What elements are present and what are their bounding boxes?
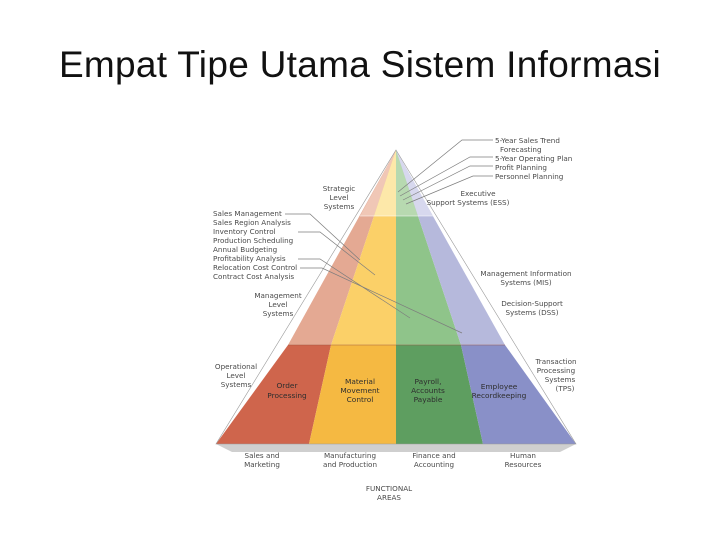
tps-label-1: Transaction bbox=[534, 357, 576, 366]
pyramid-segment-finance-operational bbox=[396, 345, 483, 444]
mgmt-example-7: Relocation Cost Control bbox=[213, 263, 297, 272]
leader-line-ess-1 bbox=[397, 139, 493, 193]
mis-label-2: Systems (MIS) bbox=[500, 278, 552, 287]
strategic-level-label-1: Strategic bbox=[323, 184, 356, 193]
payroll-label-3: Payable bbox=[414, 395, 443, 404]
functional-area-finance-2: Accounting bbox=[414, 460, 454, 469]
pyramid-outline bbox=[215, 149, 577, 445]
functional-area-sales-1: Sales and bbox=[245, 451, 280, 460]
ess-example-1: 5-Year Sales Trend bbox=[495, 136, 560, 145]
leader-line-mgmt-1 bbox=[285, 213, 361, 261]
strategic-tip-manufacturing bbox=[374, 150, 396, 216]
leader-line-mgmt-4 bbox=[300, 267, 463, 334]
functional-area-hr-1: Human bbox=[510, 451, 536, 460]
employee-recordkeeping-label-2: Recordkeeping bbox=[472, 391, 527, 400]
ess-label-1: Executive bbox=[461, 189, 497, 198]
mgmt-example-6: Profitability Analysis bbox=[213, 254, 286, 263]
leader-line-mgmt-2 bbox=[298, 231, 376, 276]
tps-label-3: Systems bbox=[545, 375, 576, 384]
functional-area-finance-1: Finance and bbox=[412, 451, 455, 460]
operational-level-label-3: Systems bbox=[221, 380, 252, 389]
strategic-level-label-3: Systems bbox=[324, 202, 355, 211]
dss-label-1: Decision-Support bbox=[501, 299, 563, 308]
tps-label-4: (TPS) bbox=[556, 384, 575, 393]
material-movement-label-3: Control bbox=[347, 395, 374, 404]
ess-example-4: Profit Planning bbox=[495, 163, 547, 172]
functional-areas-title-1: FUNCTIONAL bbox=[366, 484, 412, 493]
operational-level-label-2: Level bbox=[227, 371, 246, 380]
leader-line-ess-2 bbox=[399, 156, 493, 197]
functional-area-hr-2: Resources bbox=[505, 460, 542, 469]
pyramid-segment-sales-operational bbox=[216, 345, 331, 444]
strategic-level-label-2: Level bbox=[330, 193, 349, 202]
functional-areas-title-2: AREAS bbox=[377, 493, 401, 502]
functional-area-manufacturing-2: and Production bbox=[323, 460, 377, 469]
ess-label-2: Support Systems (ESS) bbox=[427, 198, 510, 207]
payroll-label-2: Accounts bbox=[411, 386, 445, 395]
leader-line-ess-3 bbox=[402, 165, 493, 201]
mgmt-example-8: Contract Cost Analysis bbox=[213, 272, 294, 281]
material-movement-label-2: Movement bbox=[340, 386, 379, 395]
pyramid-segment-sales-upper bbox=[288, 150, 396, 345]
pyramid-shadow bbox=[216, 444, 576, 452]
strategic-tip-hr bbox=[396, 150, 433, 216]
mgmt-example-1: Sales Management bbox=[213, 209, 282, 218]
payroll-label-1: Payroll, bbox=[415, 377, 442, 386]
pyramid-segment-hr-operational bbox=[461, 345, 576, 444]
tps-label-2: Processing bbox=[537, 366, 575, 375]
slide-title: Empat Tipe Utama Sistem Informasi bbox=[58, 44, 662, 85]
ess-example-3: 5-Year Operating Plan bbox=[495, 154, 572, 163]
material-movement-label-1: Material bbox=[345, 377, 375, 386]
mgmt-example-2: Sales Region Analysis bbox=[213, 218, 291, 227]
ess-example-5: Personnel Planning bbox=[495, 172, 563, 181]
functional-area-manufacturing-1: Manufacturing bbox=[324, 451, 376, 460]
mgmt-example-3: Inventory Control bbox=[213, 227, 276, 236]
leader-line-mgmt-3 bbox=[298, 258, 411, 319]
management-level-label-1: Management bbox=[254, 291, 302, 300]
management-level-label-3: Systems bbox=[263, 309, 294, 318]
order-processing-label-1: Order bbox=[276, 381, 298, 390]
mis-label-1: Management Information bbox=[480, 269, 571, 278]
ess-example-2: Forecasting bbox=[500, 145, 542, 154]
order-processing-label-2: Processing bbox=[267, 391, 307, 400]
leader-line-ess-4 bbox=[405, 175, 493, 205]
operational-level-label-1: Operational bbox=[215, 362, 257, 371]
employee-recordkeeping-label-1: Employee bbox=[481, 382, 518, 391]
functional-area-sales-2: Marketing bbox=[244, 460, 280, 469]
management-level-label-2: Level bbox=[269, 300, 288, 309]
dss-label-2: Systems (DSS) bbox=[505, 308, 558, 317]
mgmt-example-5: Annual Budgeting bbox=[213, 245, 277, 254]
mgmt-example-4: Production Scheduling bbox=[213, 236, 293, 245]
pyramid-segment-manufacturing-operational bbox=[309, 345, 396, 444]
strategic-tip-sales bbox=[360, 150, 396, 216]
